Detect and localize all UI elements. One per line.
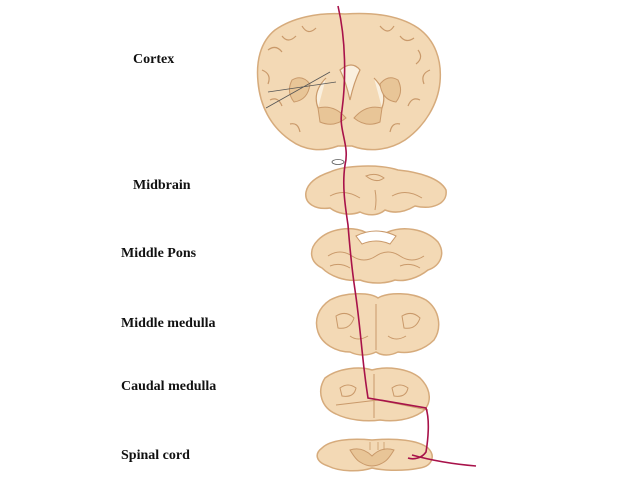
medulla-caudal-section xyxy=(320,367,430,422)
medulla-mid-section xyxy=(315,293,440,356)
midbrain-outline xyxy=(305,165,447,216)
label-caudal-medulla: Caudal medulla xyxy=(121,379,217,394)
pons-section xyxy=(310,227,443,284)
cortex-section xyxy=(256,12,442,151)
cortex-leader-lines xyxy=(265,71,337,109)
midbrain-section xyxy=(305,165,447,216)
label-midbrain: Midbrain xyxy=(133,178,191,193)
medulla-caudal-detail xyxy=(335,374,429,418)
cortex-deep-nuclei xyxy=(288,77,402,125)
pons-fourth-ventricle xyxy=(355,230,397,245)
medulla-mid-detail xyxy=(335,304,421,350)
spinal-cord-section xyxy=(316,438,433,472)
cortex-sulci xyxy=(261,25,431,133)
label-cortex: Cortex xyxy=(133,52,175,67)
medulla-caudal-outline xyxy=(320,367,430,422)
label-middle-medulla: Middle medulla xyxy=(121,316,216,331)
spinal-cord-grey-matter xyxy=(349,448,395,467)
pons-detail xyxy=(327,251,425,269)
spinal-cord-leader-lines xyxy=(369,442,385,450)
label-spinal-cord: Spinal cord xyxy=(121,448,190,463)
medulla-mid-outline xyxy=(315,293,440,356)
pathway-line xyxy=(337,5,477,467)
descending-pathway xyxy=(331,5,477,467)
pathway-marker xyxy=(331,159,345,165)
label-middle-pons: Middle Pons xyxy=(121,246,197,261)
